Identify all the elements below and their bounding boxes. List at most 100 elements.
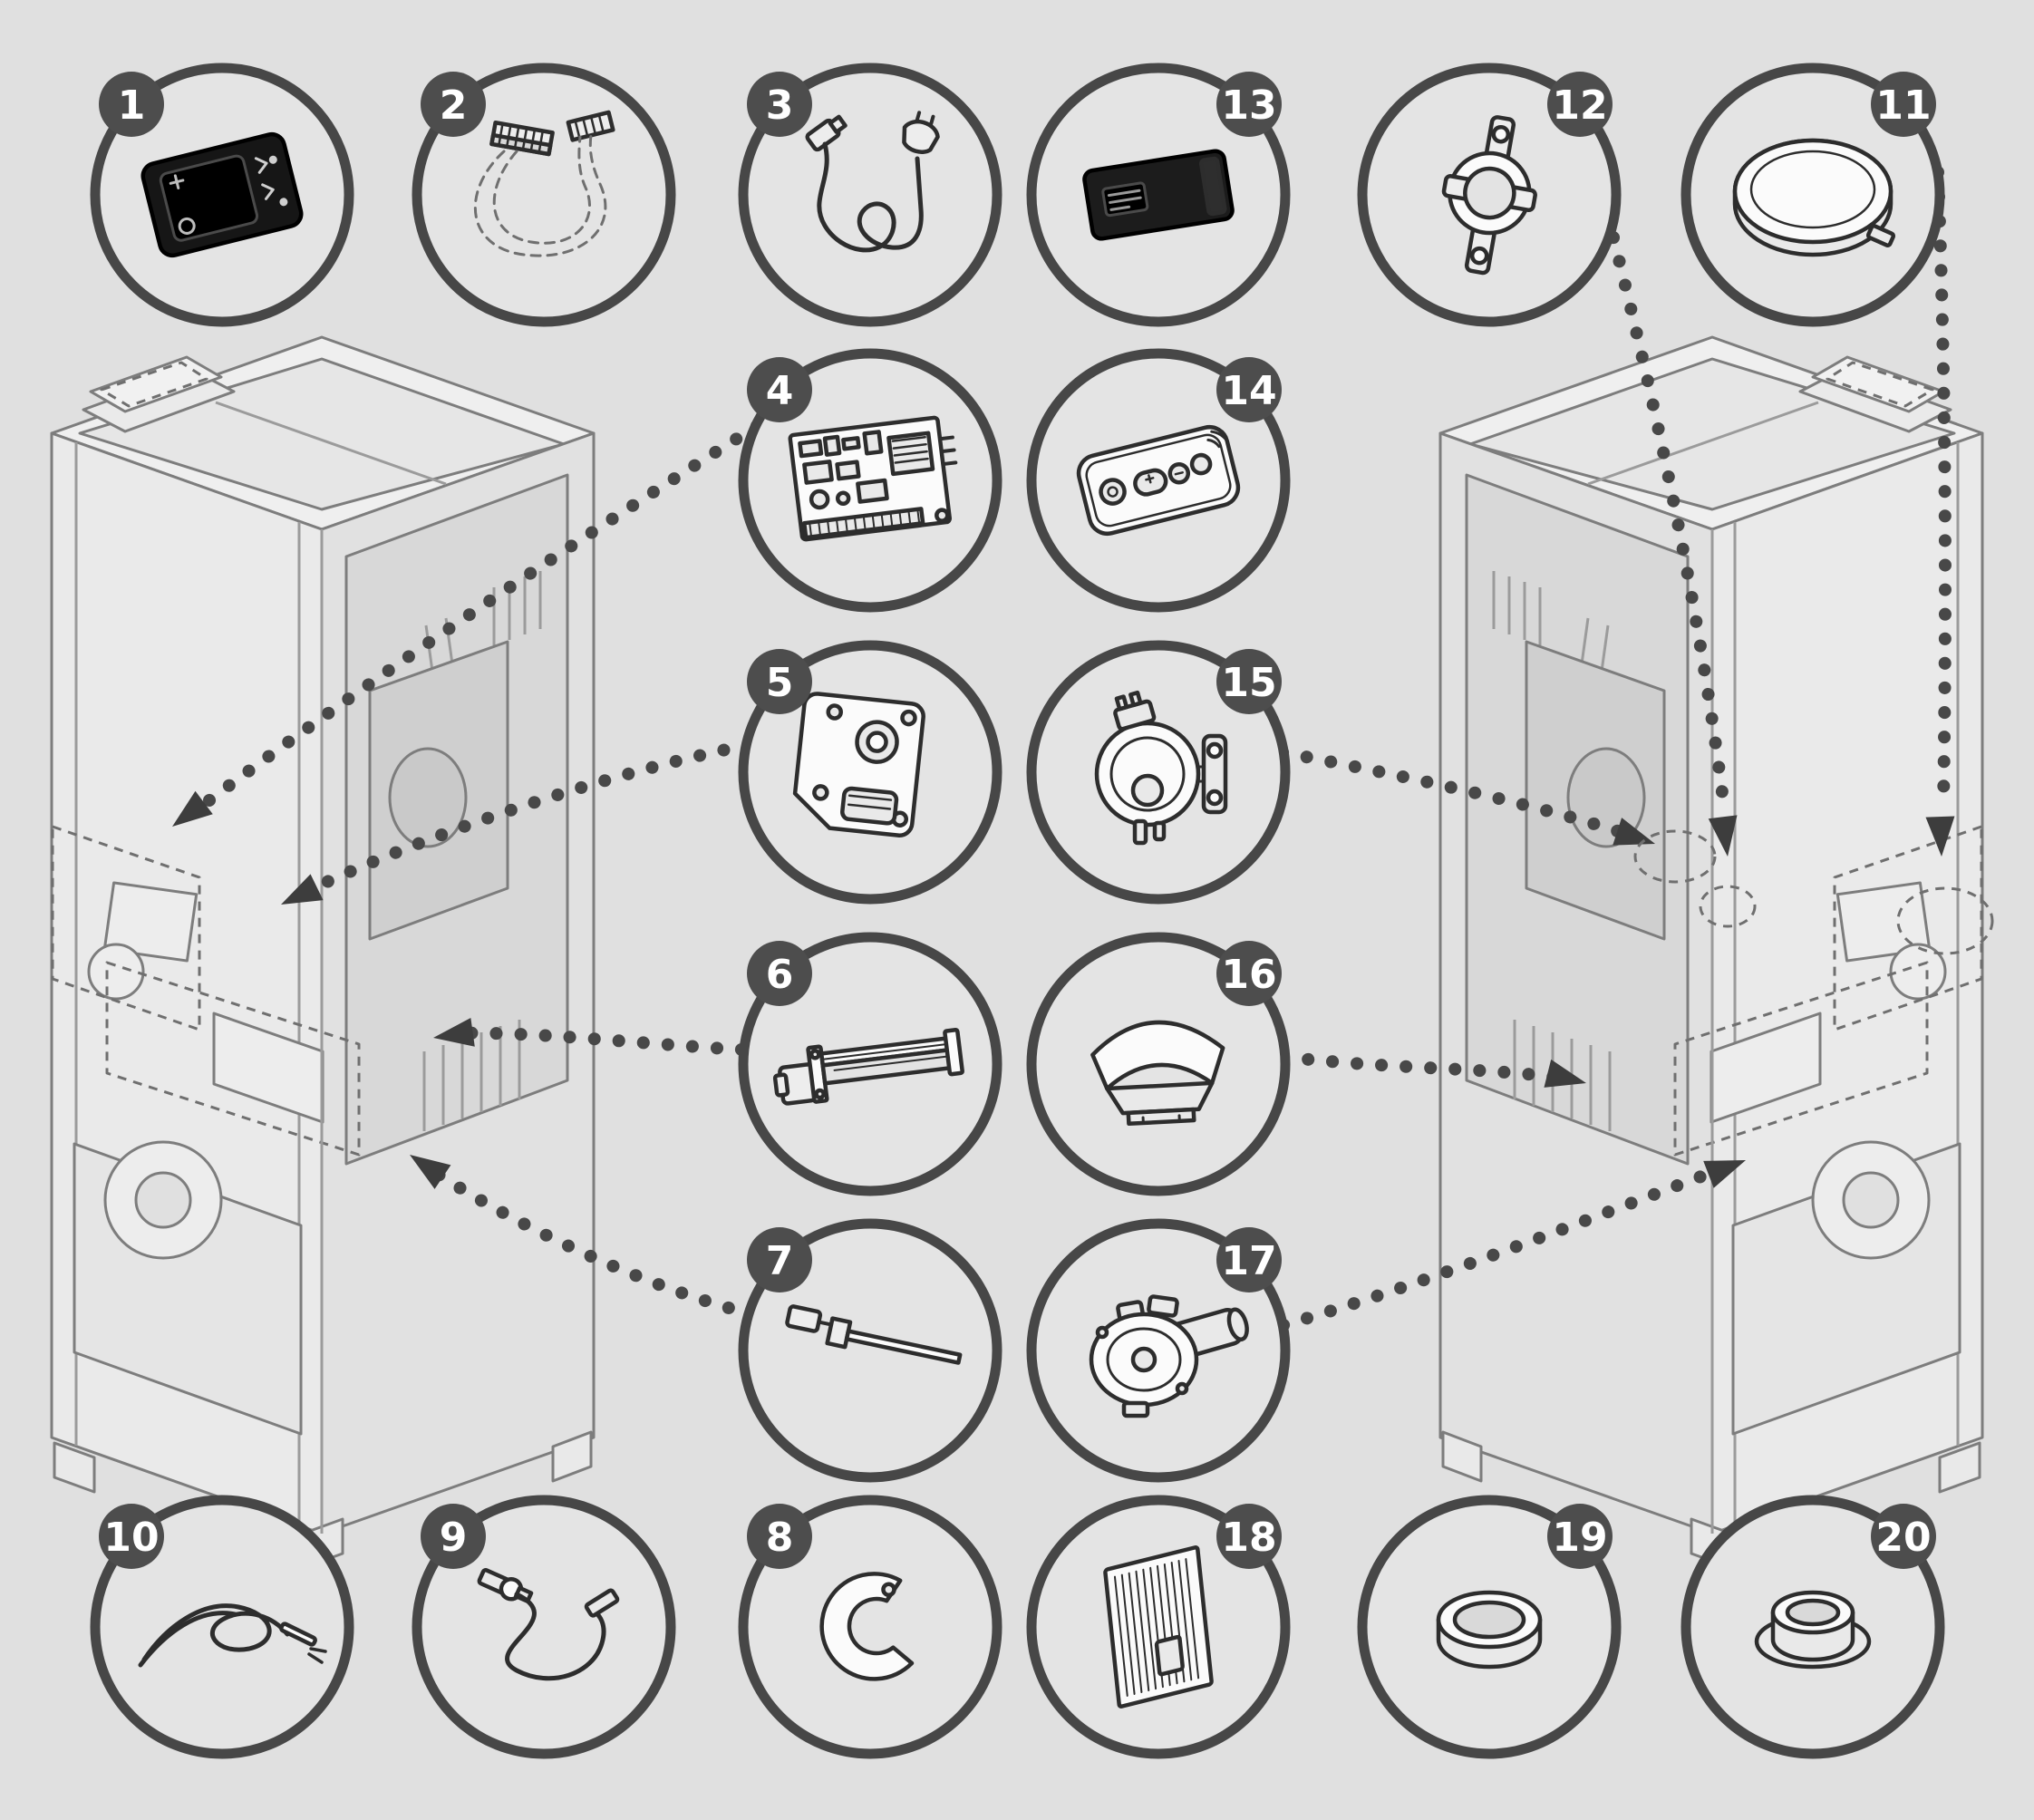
- target-outline-part15: [1633, 829, 1717, 884]
- part-15-badge: 15: [1216, 649, 1282, 714]
- parts-layer: 1 2: [90, 63, 1945, 1759]
- part-number: 6: [766, 952, 794, 998]
- part-number: 16: [1221, 952, 1276, 998]
- auger-assembly-icon: [772, 1027, 964, 1106]
- part-15-pressure-switch: 15: [1026, 640, 1291, 905]
- part-6-badge: 6: [747, 941, 812, 1006]
- part-5-badge: 5: [747, 649, 812, 714]
- part-4-badge: 4: [747, 357, 812, 422]
- connector-line-part16: [1277, 1050, 1571, 1085]
- pressure-switch-icon: [1094, 690, 1228, 846]
- part-19-badge: 19: [1547, 1504, 1613, 1569]
- thermostat-icon: [1441, 115, 1537, 276]
- thermocouple-icon: [138, 1603, 327, 1668]
- arrow-part15-target: [1613, 818, 1655, 846]
- part-number: 13: [1221, 82, 1276, 129]
- part-9-temperature-sensor: 9: [412, 1495, 676, 1759]
- part-number: 1: [118, 82, 146, 129]
- part-number: 19: [1552, 1515, 1607, 1561]
- part-number: 8: [766, 1515, 794, 1561]
- stove-foot: [551, 1430, 593, 1483]
- part-number: 11: [1875, 82, 1931, 129]
- part-7-circle: [738, 1218, 1002, 1483]
- part-number: 9: [440, 1515, 468, 1561]
- stove-left-illustration: [50, 335, 596, 1570]
- part-number: 17: [1221, 1238, 1276, 1284]
- part-5-gear-motor: 5: [738, 640, 1002, 905]
- part-number: 20: [1875, 1515, 1931, 1561]
- part-10-thermocouple: 10: [90, 1495, 354, 1759]
- grille-icon: [1103, 1545, 1214, 1709]
- power-cord-icon: [805, 111, 940, 253]
- auger-motor-block: [102, 881, 199, 963]
- part-3-badge: 3: [747, 72, 812, 137]
- electronic-module-icon: [1082, 149, 1235, 241]
- part-13-electronic-module: 13: [1026, 63, 1291, 327]
- igniter-icon: [785, 1304, 963, 1365]
- part-1-control-panel: 1: [90, 63, 354, 327]
- part-8-circle: [738, 1495, 1002, 1759]
- part-number: 7: [766, 1238, 794, 1284]
- part-number: 3: [766, 82, 794, 129]
- part-2-ribbon-cable: 2: [412, 63, 676, 327]
- gear-motor-icon: [792, 692, 925, 837]
- connector-line-part5: [297, 739, 754, 899]
- part-4-circuit-board: 4: [738, 348, 1002, 613]
- part-7-igniter: 7: [738, 1218, 1002, 1483]
- burn-pot-icon: [1090, 1020, 1225, 1127]
- flange-ring-icon: [1754, 1590, 1872, 1670]
- part-number: 4: [766, 368, 794, 414]
- part-14-badge: 14: [1216, 357, 1282, 422]
- display-tablet-screen: [100, 361, 208, 408]
- upper-vent-slats: [492, 571, 542, 645]
- target-outline-part12: [1699, 885, 1757, 928]
- part-17-badge: 17: [1216, 1227, 1282, 1292]
- part-6-auger-assembly: 6: [738, 932, 1002, 1196]
- stoves-layer: [50, 335, 1984, 1570]
- connector-line-part12: [1607, 231, 1730, 813]
- part-16-burn-pot: 16: [1026, 932, 1291, 1196]
- hopper-lid-seam: [215, 401, 447, 486]
- part-1-badge: 1: [99, 72, 164, 137]
- part-9-circle: [412, 1495, 676, 1759]
- part-14-remote-control: 14: [1026, 348, 1291, 613]
- part-number: 10: [103, 1515, 159, 1561]
- part-20-flange-ring: 20: [1680, 1495, 1945, 1759]
- arrow-part4-target: [172, 790, 213, 827]
- part-12-badge: 12: [1547, 72, 1613, 137]
- part-20-badge: 20: [1871, 1504, 1936, 1569]
- clamp-icon: [819, 1572, 915, 1681]
- arrow-part11-target: [1925, 816, 1955, 857]
- part-number: 12: [1552, 82, 1607, 129]
- collar-ring-icon: [1436, 1590, 1543, 1670]
- part-16-badge: 16: [1216, 941, 1282, 1006]
- part-8-badge: 8: [747, 1504, 812, 1569]
- burnpot-region-outline: [105, 961, 361, 1157]
- connector-line-part6: [451, 1026, 748, 1056]
- part-10-circle: [90, 1495, 354, 1759]
- arrow-part17-target: [1703, 1160, 1746, 1188]
- combustion-fan-hub: [134, 1171, 192, 1229]
- part-number: 15: [1221, 660, 1276, 706]
- circuit-board-icon: [788, 415, 958, 542]
- arrow-part5-target: [281, 874, 324, 905]
- arrow-part16-target: [1544, 1059, 1586, 1088]
- control-panel-icon: [140, 131, 304, 258]
- part-number: 14: [1221, 368, 1276, 414]
- part-12-safety-thermostat: 12: [1357, 63, 1622, 327]
- arrow-part12-target: [1708, 815, 1738, 857]
- temperature-sensor-icon: [477, 1568, 620, 1681]
- round-cap-icon: [1732, 138, 1896, 257]
- part-3-power-cord: 3: [738, 63, 1002, 327]
- part-18-badge: 18: [1216, 1504, 1282, 1569]
- arrow-part7-target: [410, 1155, 451, 1189]
- part-number: 5: [766, 660, 794, 706]
- part-18-vent-grille: 18: [1026, 1495, 1291, 1759]
- connector-line-part11: [1932, 166, 1952, 813]
- exhaust-fan-icon: [1089, 1294, 1249, 1418]
- part-10-badge: 10: [99, 1504, 164, 1569]
- stove-right-illustration: [1438, 335, 1984, 1570]
- lower-vent-slats: [422, 1020, 521, 1131]
